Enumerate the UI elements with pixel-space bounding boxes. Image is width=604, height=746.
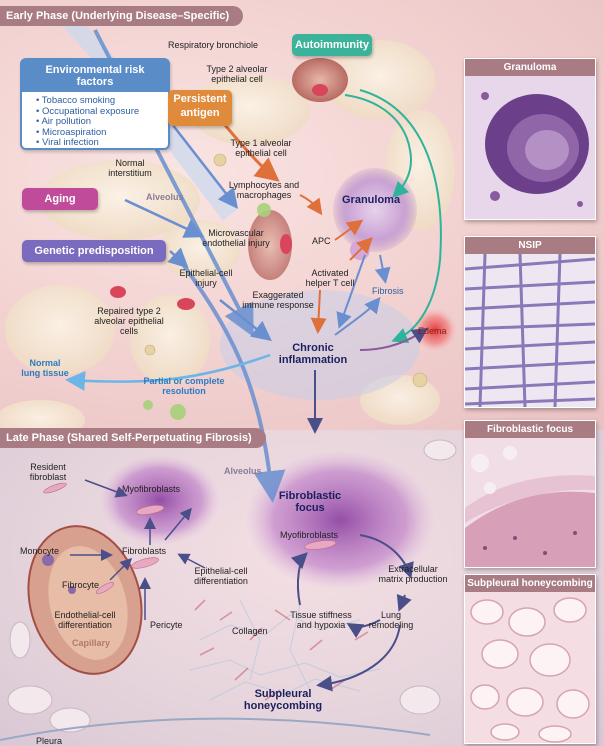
late-phase-header: Late Phase (Shared Self-Perpetuating Fib… <box>0 428 266 448</box>
label-exaggerated-response: Exaggerated immune response <box>242 290 314 310</box>
label-type1-cell: Type 1 alveolar epithelial cell <box>230 138 292 158</box>
micrograph-image-honeycombing <box>465 592 595 743</box>
label-normal-tissue: Normal lung tissue <box>21 358 69 378</box>
micrograph-panel-nsip: NSIP <box>464 236 596 408</box>
aging-box: Aging <box>22 188 98 210</box>
label-apc: APC <box>312 236 331 246</box>
label-pleura: Pleura <box>36 736 63 746</box>
risk-item: Air pollution <box>36 116 168 128</box>
autoimmunity-box: Autoimmunity <box>292 34 372 56</box>
label-microvascular: Microvascular endothelial injury <box>202 228 270 248</box>
genetic-predisposition-box: Genetic predisposition <box>22 240 166 262</box>
label-myofibroblasts-right: Myofibroblasts <box>280 530 339 540</box>
environmental-risk-box: Environmental risk factors Tobacco smoki… <box>20 58 170 150</box>
risk-item: Viral infection <box>36 137 168 149</box>
risk-item: Occupational exposure <box>36 106 168 118</box>
micrograph-title: NSIP <box>465 237 595 254</box>
label-fibrocyte: Fibrocyte <box>62 580 100 590</box>
label-normal-interstitium: Normal interstitium <box>108 158 152 178</box>
micrograph-panel-fibroblastic-focus: Fibroblastic focus <box>464 420 596 568</box>
environmental-risk-list: Tobacco smoking Occupational exposure Ai… <box>22 95 168 149</box>
alveoli-early <box>0 40 455 440</box>
label-chronic-inflammation: Chronic inflammation <box>278 342 348 366</box>
early-phase-header: Early Phase (Underlying Disease–Specific… <box>0 6 244 26</box>
micrograph-image-fibroblastic-focus <box>465 438 595 567</box>
risk-item: Tobacco smoking <box>36 95 168 107</box>
label-edema: Edema <box>418 326 447 336</box>
label-type2-cell: Type 2 alveolar epithelial cell <box>206 64 268 84</box>
label-stiffness-hypoxia: Tissue stiffness and hypoxia <box>290 610 352 630</box>
label-epithelial-injury: Epithelial-cell injury <box>179 268 233 288</box>
micrograph-title: Fibroblastic focus <box>465 421 595 438</box>
micrograph-title: Granuloma <box>465 59 595 76</box>
environmental-risk-title: Environmental risk factors <box>22 60 168 92</box>
risk-item: Microaspiration <box>36 127 168 139</box>
micrograph-panel-subpleural-honeycombing: Subpleural honeycombing <box>464 574 596 744</box>
micrograph-image-granuloma <box>465 76 595 219</box>
label-fibrosis: Fibrosis <box>372 286 404 296</box>
label-monocyte: Monocyte <box>20 546 60 556</box>
label-alveolus-late: Alveolus <box>224 466 262 476</box>
label-fibroblasts: Fibroblasts <box>122 546 167 556</box>
label-myofibroblasts-left: Myofibroblasts <box>122 484 181 494</box>
label-pericyte: Pericyte <box>150 620 183 630</box>
label-lymphocytes: Lymphocytes and macrophages <box>228 180 300 200</box>
label-lung-remodeling: Lung remodeling <box>368 610 414 630</box>
label-resolution: Partial or complete resolution <box>143 376 225 396</box>
label-subpleural-honeycombing: Subpleural honeycombing <box>243 688 323 712</box>
label-ecm-production: Extracellular matrix production <box>378 564 448 584</box>
label-respiratory-bronchiole: Respiratory bronchiole <box>168 40 259 50</box>
label-repaired-cells: Repaired type 2 alveolar epithelial cell… <box>94 306 164 336</box>
label-fibroblastic-focus: Fibroblastic focus <box>278 490 342 514</box>
micrograph-panel-granuloma: Granuloma <box>464 58 596 220</box>
label-alveolus-early: Alveolus <box>146 192 184 202</box>
label-capillary: Capillary <box>72 638 111 648</box>
micrograph-title: Subpleural honeycombing <box>465 575 595 592</box>
label-resident-fibroblast: Resident fibroblast <box>29 462 67 482</box>
label-epithelial-differentiation: Epithelial-cell differentiation <box>194 566 248 586</box>
label-activated-t-cell: Activated helper T cell <box>305 268 355 288</box>
label-granuloma: Granuloma <box>342 194 401 206</box>
persistent-antigen-box: Persistent antigen <box>168 90 232 126</box>
micrograph-image-nsip <box>465 253 595 407</box>
label-endothelial-differentiation: Endothelial-cell differentiation <box>54 610 116 630</box>
label-collagen: Collagen <box>232 626 268 636</box>
